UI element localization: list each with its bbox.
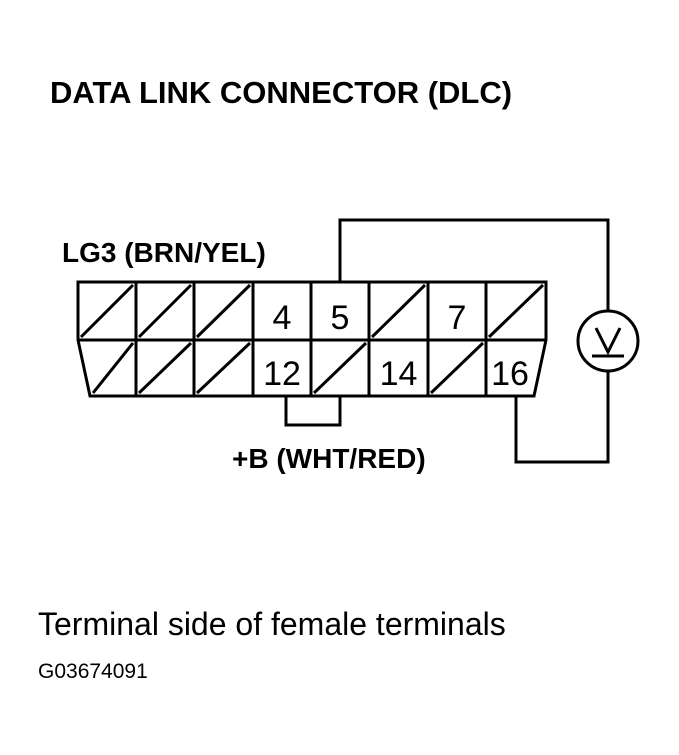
- empty-cavity-slash: [429, 341, 485, 395]
- pin-number-4: 4: [273, 299, 292, 337]
- b-plus-wire-label: +B (WHT/RED): [232, 443, 426, 474]
- empty-cavity-slash: [91, 342, 135, 394]
- pin12-bracket: [284, 396, 342, 427]
- voltmeter-symbol: [592, 327, 624, 358]
- diagram-title: DATA LINK CONNECTOR (DLC): [50, 75, 512, 110]
- empty-cavity-slash: [137, 283, 193, 339]
- empty-cavity-slash: [312, 341, 368, 395]
- empty-cavity-slash: [370, 283, 427, 339]
- empty-cavity-slash: [487, 283, 545, 339]
- voltmeter-icon: [576, 309, 640, 373]
- empty-cavity-slash: [195, 341, 252, 395]
- pin-number-7: 7: [448, 299, 467, 337]
- connector-cells: 4 5 7 12 14 16: [79, 282, 545, 396]
- wire-meter-to-pin16: [514, 371, 610, 464]
- pin-number-14: 14: [380, 355, 418, 393]
- lg3-wire-label: LG3 (BRN/YEL): [62, 237, 266, 268]
- empty-cavity-slash: [137, 341, 193, 395]
- wire-pin5-to-meter: [338, 218, 610, 311]
- terminal-side-caption: Terminal side of female terminals: [38, 606, 506, 642]
- pin-number-5: 5: [331, 299, 350, 337]
- empty-cavity-slash: [79, 283, 135, 339]
- figure-code: G03674091: [38, 660, 148, 683]
- pin-number-16: 16: [491, 355, 529, 393]
- empty-cavity-slash: [195, 283, 252, 339]
- pin-number-12: 12: [263, 355, 301, 393]
